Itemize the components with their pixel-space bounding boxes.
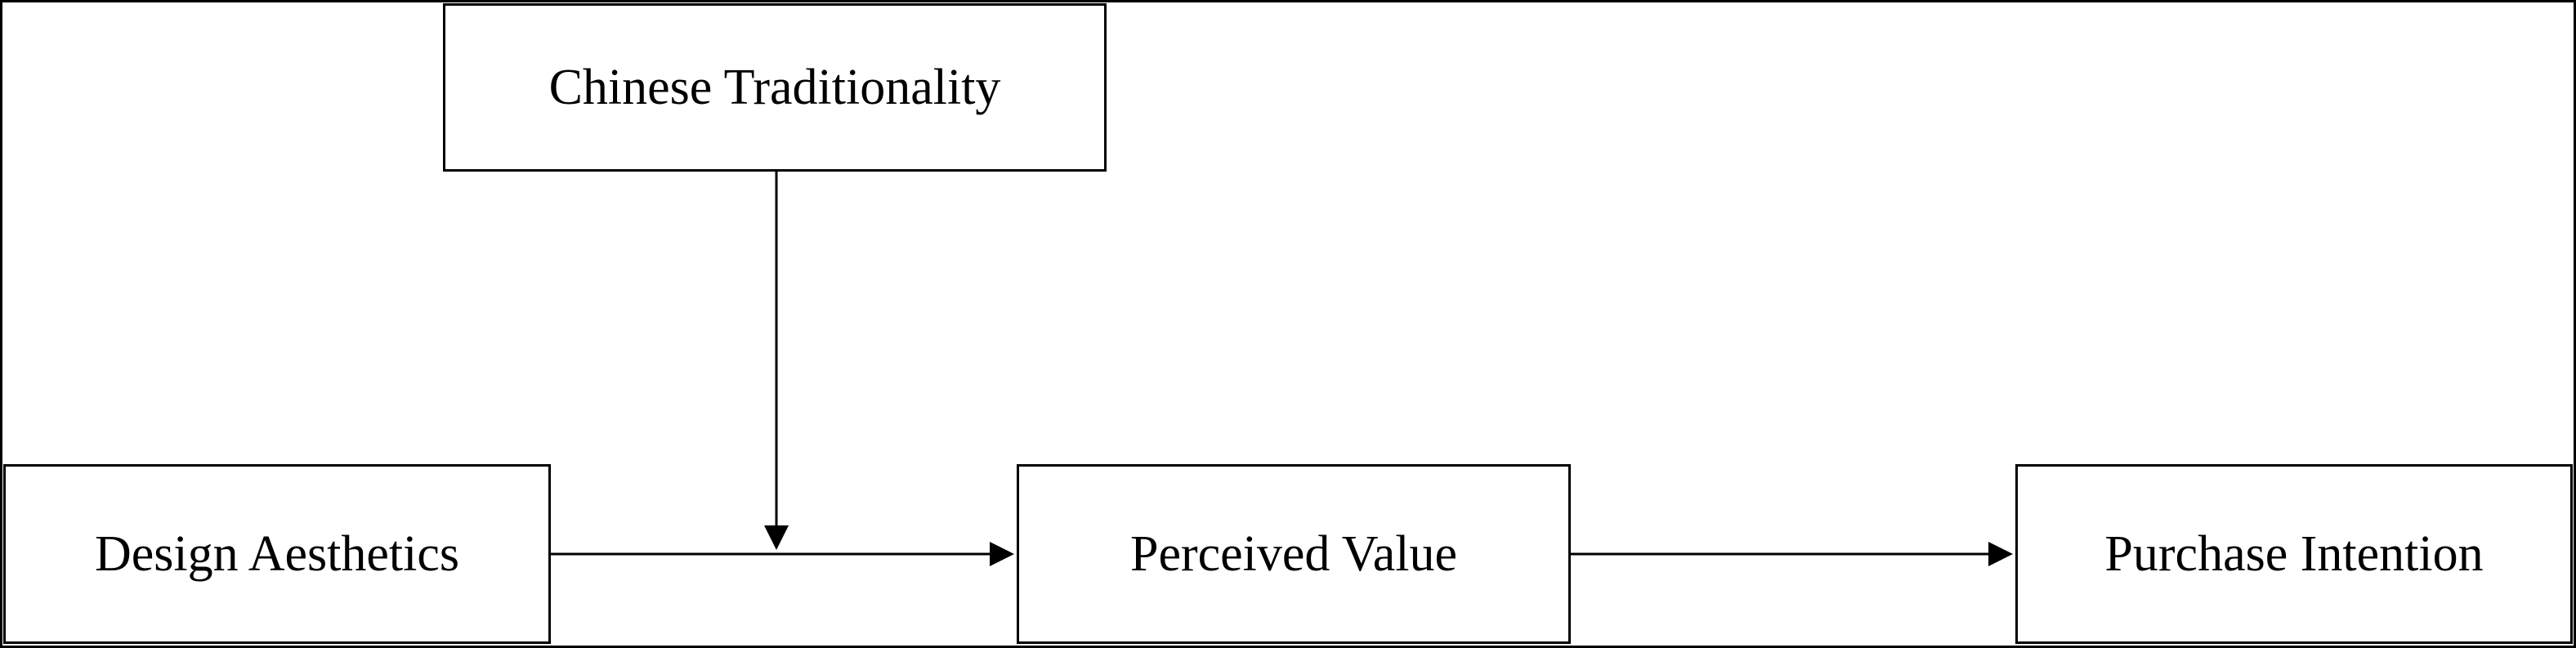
moderator-box: Chinese Traditionality: [443, 3, 1107, 172]
mediator-label: Perceived Value: [1130, 525, 1457, 582]
dependent-variable-label: Purchase Intention: [2104, 525, 2484, 582]
independent-variable-label: Design Aesthetics: [95, 525, 459, 582]
dependent-variable-box: Purchase Intention: [2015, 464, 2573, 644]
mediator-box: Perceived Value: [1017, 464, 1571, 644]
moderator-label: Chinese Traditionality: [548, 59, 1001, 115]
independent-variable-box: Design Aesthetics: [3, 464, 551, 644]
